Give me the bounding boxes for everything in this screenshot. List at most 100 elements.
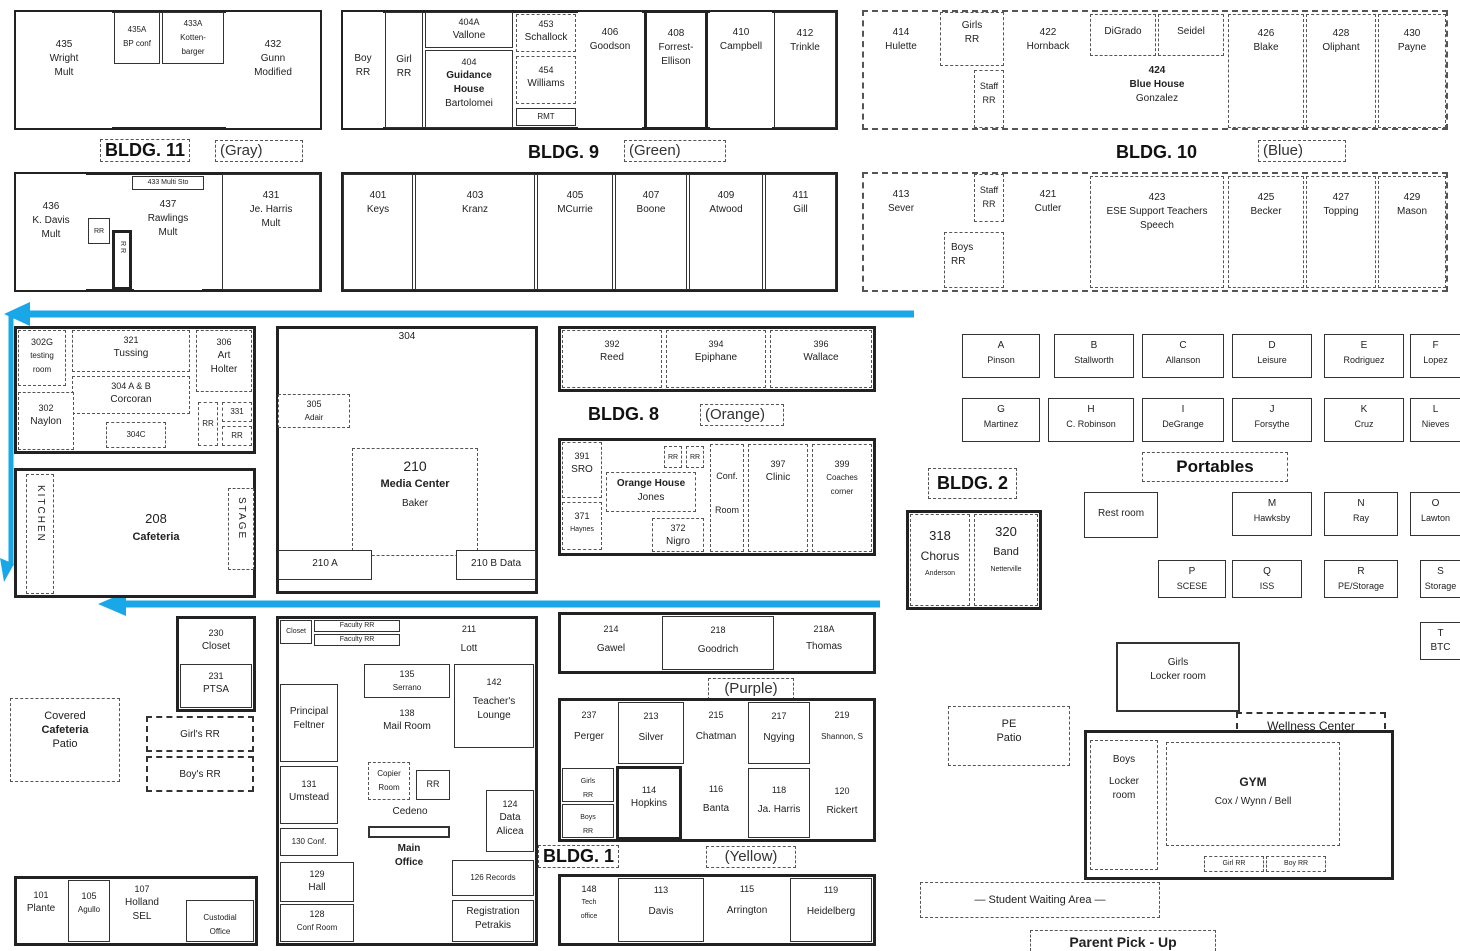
principal-office[interactable]: Principal Feltner xyxy=(280,684,338,762)
boys-rr-9[interactable]: Boy RR xyxy=(343,12,383,128)
room-371[interactable]: 371 Haynes xyxy=(562,502,602,550)
room-435a[interactable]: 435A BP conf xyxy=(114,12,160,64)
boys-rr-1b[interactable]: Boys RR xyxy=(562,804,614,838)
conf-room-8[interactable]: Conf. Room xyxy=(710,444,744,552)
room-428[interactable]: 428 Oliphant xyxy=(1306,14,1376,128)
room-128[interactable]: 128 Conf Room xyxy=(280,904,354,942)
room-394[interactable]: 394 Epiphane xyxy=(666,330,766,388)
room-435[interactable]: 435 Wright Mult xyxy=(16,12,112,128)
room-437[interactable]: 437 Rawlings Mult xyxy=(134,194,202,290)
room-148[interactable]: 148 Tech office xyxy=(562,878,616,942)
room-392[interactable]: 392 Reed xyxy=(562,330,662,388)
girls-rr-1[interactable]: Girl's RR xyxy=(146,716,254,752)
room-423[interactable]: 423 ESE Support Teachers Speech xyxy=(1090,176,1224,288)
room-302g[interactable]: 302G testing room xyxy=(18,330,66,386)
room-217[interactable]: 217 Ngying xyxy=(748,702,810,764)
room-231[interactable]: 231 PTSA xyxy=(180,664,252,708)
room-421[interactable]: 421 Cutler xyxy=(1008,174,1088,290)
room-114[interactable]: 114 Hopkins xyxy=(616,766,682,840)
room-208[interactable]: 208 Cafeteria xyxy=(90,474,222,592)
closet-1[interactable]: Closet xyxy=(280,620,312,644)
room-413[interactable]: 413 Sever xyxy=(864,174,938,290)
room-129[interactable]: 129 Hall xyxy=(280,862,354,902)
girls-rr-9[interactable]: Girl RR xyxy=(385,12,423,128)
portable-t[interactable]: T BTC xyxy=(1420,622,1460,660)
room-107[interactable]: 107 Holland SEL xyxy=(114,880,170,942)
room-214[interactable]: 214 Gawel xyxy=(562,616,660,670)
room-119[interactable]: 119 Heidelberg xyxy=(790,878,872,942)
room-rr-8a[interactable]: RR xyxy=(664,446,682,468)
room-304[interactable]: 304 xyxy=(280,330,534,362)
orange-house[interactable]: Orange House Jones xyxy=(606,472,696,512)
boys-locker[interactable]: Boys Locker room xyxy=(1090,740,1158,870)
stage[interactable]: STAGE xyxy=(228,488,254,570)
room-305[interactable]: 305 Adair xyxy=(278,394,350,428)
room-115[interactable]: 115 Arrington xyxy=(706,878,788,942)
faculty-rr-1[interactable]: Faculty RR xyxy=(314,620,400,632)
room-331[interactable]: 331 xyxy=(222,402,252,422)
boys-rr-1[interactable]: Boy's RR xyxy=(146,756,254,792)
rr-main[interactable]: RR xyxy=(416,770,450,800)
room-113[interactable]: 113 Davis xyxy=(618,878,704,942)
room-318[interactable]: 318 Chorus Anderson xyxy=(910,514,970,606)
room-211[interactable]: 211 Lott xyxy=(404,620,534,660)
room-433a[interactable]: 433A Kotten- barger xyxy=(162,12,224,64)
room-412[interactable]: 412 Trinkle xyxy=(774,12,836,128)
room-401[interactable]: 401 Keys xyxy=(343,174,413,290)
room-230[interactable]: 230 Closet xyxy=(180,620,252,662)
room-408[interactable]: 408 Forrest- Ellison xyxy=(644,10,708,130)
room-118[interactable]: 118 Ja. Harris xyxy=(748,768,810,838)
room-304c[interactable]: 304C xyxy=(106,422,166,448)
room-404[interactable]: 404 Guidance House Bartolomei xyxy=(425,50,513,128)
room-rr-3b[interactable]: RR xyxy=(222,426,252,446)
room-142[interactable]: 142 Teacher's Lounge xyxy=(454,664,534,748)
room-399[interactable]: 399 Coaches corner xyxy=(812,444,872,552)
girls-rr-gym[interactable]: Girl RR xyxy=(1204,856,1264,872)
room-218[interactable]: 218 Goodrich xyxy=(662,616,774,670)
room-391[interactable]: 391 SRO xyxy=(562,442,602,498)
pe-patio[interactable]: PE Patio xyxy=(948,706,1070,766)
room-218a[interactable]: 218A Thomas xyxy=(776,616,872,670)
room-429[interactable]: 429 Mason xyxy=(1378,176,1446,288)
girls-locker[interactable]: Girls Locker room xyxy=(1116,642,1240,712)
room-digrado[interactable]: DiGrado xyxy=(1090,14,1156,56)
room-372[interactable]: 372 Nigro xyxy=(652,518,704,552)
room-407[interactable]: 407 Boone xyxy=(615,174,687,290)
room-215[interactable]: 215 Chatman xyxy=(686,702,746,764)
room-210[interactable]: 210 Media Center Baker xyxy=(352,448,478,556)
boys-rr-gym[interactable]: Boy RR xyxy=(1266,856,1326,872)
room-321[interactable]: 321 Tussing xyxy=(72,330,190,372)
room-124[interactable]: 124 Data Alicea xyxy=(486,790,534,852)
room-426[interactable]: 426 Blake xyxy=(1228,14,1304,128)
room-430[interactable]: 430 Payne xyxy=(1378,14,1446,128)
room-105[interactable]: 105 Agullo xyxy=(68,880,110,942)
room-425[interactable]: 425 Becker xyxy=(1228,176,1304,288)
room-135[interactable]: 135 Serrano xyxy=(364,664,450,698)
room-405[interactable]: 405 MCurrie xyxy=(537,174,613,290)
room-422[interactable]: 422 Hornback xyxy=(1008,12,1088,128)
room-304ab[interactable]: 304 A & B Corcoran xyxy=(72,376,190,414)
room-454[interactable]: 454 Williams xyxy=(516,56,576,104)
room-219[interactable]: 219 Shannon, S xyxy=(812,702,872,764)
room-302[interactable]: 302 Naylon xyxy=(18,392,74,450)
girls-rr-1b[interactable]: Girls RR xyxy=(562,768,614,802)
room-seidel[interactable]: Seidel xyxy=(1158,14,1224,56)
room-213[interactable]: 213 Silver xyxy=(618,702,684,764)
parent-pickup[interactable]: Parent Pick - Up xyxy=(1030,930,1216,951)
gym[interactable]: GYM Cox / Wynn / Bell xyxy=(1166,742,1340,846)
room-403[interactable]: 403 Kranz xyxy=(415,174,535,290)
